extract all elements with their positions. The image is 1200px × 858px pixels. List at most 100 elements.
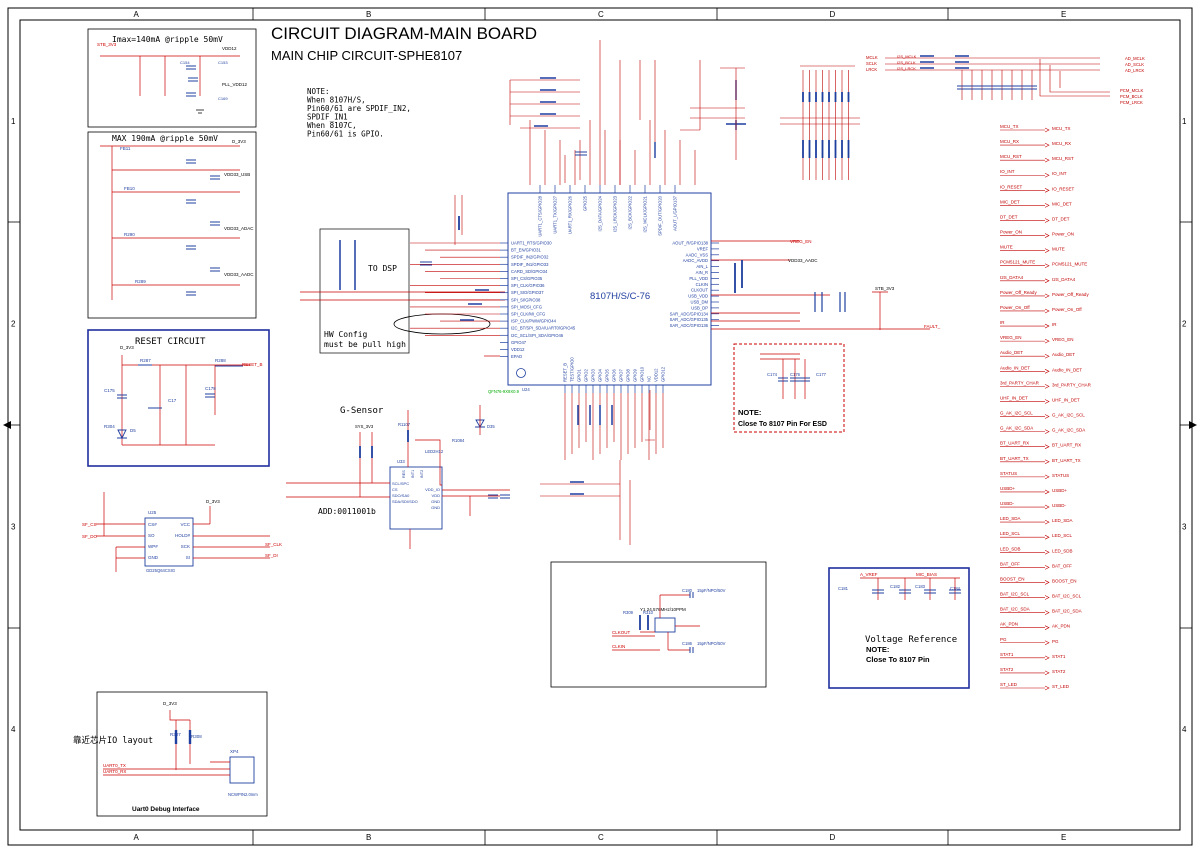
right-net-src-10: I2S_DATA4 [1000, 275, 1024, 280]
pb2-part-2: R290 [124, 232, 135, 237]
pb1-cap-2: C169 [218, 96, 228, 101]
right-net-src-24: USBD+ [1000, 486, 1016, 491]
chip-left-pin-0: UART1_RTS/GPIO30 [511, 241, 552, 246]
right-net-dst-30: BOOST_EN [1052, 578, 1077, 583]
gsensor-pin-top-1: INT1 [411, 470, 415, 478]
note-top-line-2: Pin60/61 are SPDIF_IN2, [307, 104, 411, 113]
right-net-src-20: G_AK_I2C_SDA [1000, 426, 1033, 431]
flash-ref: U25 [148, 510, 157, 515]
gsensor-pin-left-2: SDO/SA0 [392, 493, 410, 498]
right-net-src-31: BAT_I2C_SCL [1000, 592, 1030, 597]
pb2-net-0: D_3V3 [232, 139, 246, 144]
vref-block: A_VREF MIC_BIAS C181 C182 C183 C184 Volt… [828, 567, 970, 689]
uart-net-0: D_3V3 [163, 701, 177, 706]
main-chip-package: QFN76-9X9X0.9 [488, 389, 520, 394]
pb1-cap-0: C154 [180, 60, 190, 65]
right-net-dst-2: MCU_RST [1052, 156, 1074, 161]
tr-mid-1: I2S_BCLK [897, 60, 916, 65]
right-net-dst-0: MCU_TX [1052, 126, 1071, 131]
right-net-src-8: MUTE [1000, 245, 1013, 250]
right-net-src-9: PCM5121_MUTE [1000, 260, 1035, 265]
to-dsp-block: TO DSP HW Config must be pull high [300, 228, 505, 354]
chip-left-pin-10: SPI_CLK/MI_CFG [511, 312, 545, 317]
chip-right-pin-13: SAR_ADC/GPIO135 [670, 317, 709, 322]
right-net-dst-1: MCU_RX [1052, 141, 1071, 146]
gsensor-part-4: SYS_3V3 [355, 424, 374, 429]
chip-bottom-pin-10: GPIO9 [633, 369, 638, 382]
right-net-dst-3: IO_INT [1052, 171, 1067, 176]
gsensor-part-2: D35 [487, 424, 495, 429]
gsensor-pin-top-2: INT2 [420, 470, 424, 478]
right-net-dst-8: MUTE [1052, 247, 1065, 252]
right-net-src-2: MCU_RST [1000, 154, 1022, 159]
chip-left-pin-16: EPAD [511, 354, 522, 359]
chip-left-pin-6: SPI_CLK/GPIO36 [511, 283, 545, 288]
chip-bottom-pin-3: GPIO2 [584, 369, 589, 382]
chip-top-pin-8: SPDIF_OUT/GPIO20 [658, 195, 663, 235]
crystal-res-1: R310 [643, 610, 654, 615]
chip-bottom-pin-8: GPIO7 [619, 369, 624, 382]
gsensor-title: G-Sensor [340, 406, 384, 416]
right-net-dst-26: LED_SDA [1052, 518, 1073, 523]
uart-connector: XP4 [230, 749, 239, 754]
chip-bottom-pin-5: GPIO4 [598, 369, 603, 382]
flash-pin-left-2: WP# [148, 544, 158, 549]
hw-config-line-1: must be pull high [324, 340, 406, 349]
center-net-fault: FAULT_ [924, 324, 941, 329]
chip-bottom-pin-0: RESET_B [563, 363, 568, 382]
gsensor-part-1: R1084 [452, 438, 465, 443]
right-net-src-11: Power_Off_Ready [1000, 290, 1037, 295]
pb2-net-2: VDD33_ADAC [224, 226, 254, 231]
uart-net-2: UART0_RX [103, 769, 126, 774]
chip-right-area: VREG_EN VDD33_AADC STB_3V3 FAULT_ [711, 239, 941, 330]
right-net-src-4: IO_RESET [1000, 184, 1023, 189]
flash-net-4: D_3V3 [206, 499, 220, 504]
uart-connector-part: NCWPIN2.0mm [228, 792, 258, 797]
uart-part-0: R307 [170, 732, 181, 737]
right-net-dst-29: BAT_OFF [1052, 563, 1072, 568]
flash-pin-right-3: SI [186, 555, 190, 560]
power-block-2-title: MAX 190mA @ripple 50mV [112, 134, 218, 143]
right-net-dst-11: Power_Off_Ready [1052, 292, 1089, 297]
reset-part-5: D5 [130, 428, 136, 433]
chip-top-pin-3: GPIO25 [583, 195, 588, 211]
vref-note-title: NOTE: [866, 645, 889, 654]
crystal-label: Y1 24.576MHz/10PPM [640, 607, 686, 612]
gsensor-pin-left-3: SDA/SDI/SDO [392, 499, 418, 504]
main-chip-ref: U24 [522, 387, 530, 392]
chip-right-pin-12: SAR_ADC/GPIO134 [670, 311, 709, 316]
right-net-dst-24: USBD+ [1052, 488, 1068, 493]
flash-pin-left-1: SO [148, 533, 155, 538]
gsensor-pin-right-0: VDD_IO [425, 487, 440, 492]
right-net-dst-4: IO_RESET [1052, 186, 1075, 191]
note-top-line-3: SPDIF_IN1 [307, 113, 348, 122]
right-net-dst-9: PCM5121_MUTE [1052, 262, 1087, 267]
chip-top-pin-9: AOUT_L/GPIO137 [673, 195, 678, 231]
right-net-src-6: DT_DET [1000, 214, 1018, 219]
reset-part-4: R304 [104, 424, 115, 429]
gsensor-pin-top-0: RES [402, 470, 406, 478]
tr-far-0: PCM_MCLK [1120, 88, 1143, 93]
esd-note-block: C174 C176 C177 NOTE: Close To 8107 Pin F… [733, 343, 845, 433]
vref-part-2: C183 [915, 584, 926, 589]
right-net-dst-37: ST_LED [1052, 684, 1070, 689]
grid-row-right-4: 4 [1182, 725, 1187, 734]
power-block-2: MAX 190mA @ripple 50mV D_3V3 VDD33_USB V… [87, 131, 257, 319]
chip-right-pin-10: USB_DM [691, 300, 709, 305]
pb2-part-3: R289 [135, 279, 146, 284]
uart-part-1: R308 [191, 734, 202, 739]
right-net-src-32: BAT_I2C_SDA [1000, 607, 1030, 612]
chip-bottom-pin-9: GPIO8 [626, 369, 631, 382]
reset-output: RESET_B [242, 362, 263, 367]
chip-right-pin-14: SAR_ADC/GPIO136 [670, 323, 709, 328]
flash-pin-left-0: CS# [148, 522, 157, 527]
flash-pin-right-0: VCC [180, 522, 190, 527]
top-right-bundle: MCLKSCLKLRCKI2S_MCLKI2S_BCLKI2S_LRCKAD_M… [866, 54, 1145, 105]
grid-col-top-D: D [830, 10, 836, 19]
right-net-dst-34: PG [1052, 639, 1059, 644]
top-wires [509, 40, 746, 185]
tr-mid-2: I2S_LRCK [897, 66, 916, 71]
chip-top-pin-7: I2S_MCLK/GPIO21 [643, 195, 648, 232]
grid-row-left-1: 1 [11, 117, 16, 126]
